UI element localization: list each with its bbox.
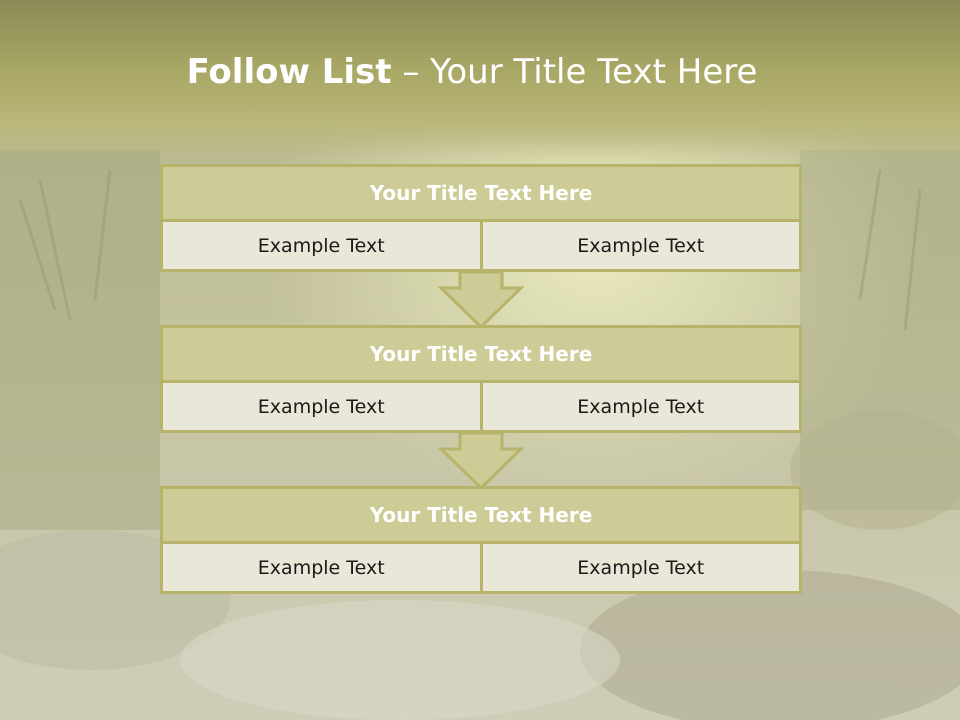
block-title[interactable]: Your Title Text Here	[160, 164, 802, 222]
block-cell-right[interactable]: Example Text	[479, 544, 800, 591]
block-row: Example Text Example Text	[160, 222, 802, 272]
block-row: Example Text Example Text	[160, 544, 802, 594]
title-band	[0, 0, 960, 160]
down-arrow-icon	[438, 270, 524, 330]
follow-block-2: Your Title Text Here Example Text Exampl…	[160, 325, 802, 433]
block-cell-left[interactable]: Example Text	[257, 556, 385, 579]
slide-title-rest: – Your Title Text Here	[391, 52, 758, 92]
follow-block-1: Your Title Text Here Example Text Exampl…	[160, 164, 802, 272]
block-cell-right[interactable]: Example Text	[479, 383, 800, 430]
block-row: Example Text Example Text	[160, 383, 802, 433]
block-title[interactable]: Your Title Text Here	[160, 325, 802, 383]
slide-title-bold: Follow List	[186, 52, 392, 92]
block-cell-left[interactable]: Example Text	[257, 234, 385, 257]
follow-block-3: Your Title Text Here Example Text Exampl…	[160, 486, 802, 594]
slide-title: Follow List – Your Title Text Here	[0, 52, 944, 92]
block-cell-right[interactable]: Example Text	[479, 222, 800, 269]
block-title[interactable]: Your Title Text Here	[160, 486, 802, 544]
down-arrow-icon	[438, 431, 524, 491]
block-cell-left[interactable]: Example Text	[257, 395, 385, 418]
